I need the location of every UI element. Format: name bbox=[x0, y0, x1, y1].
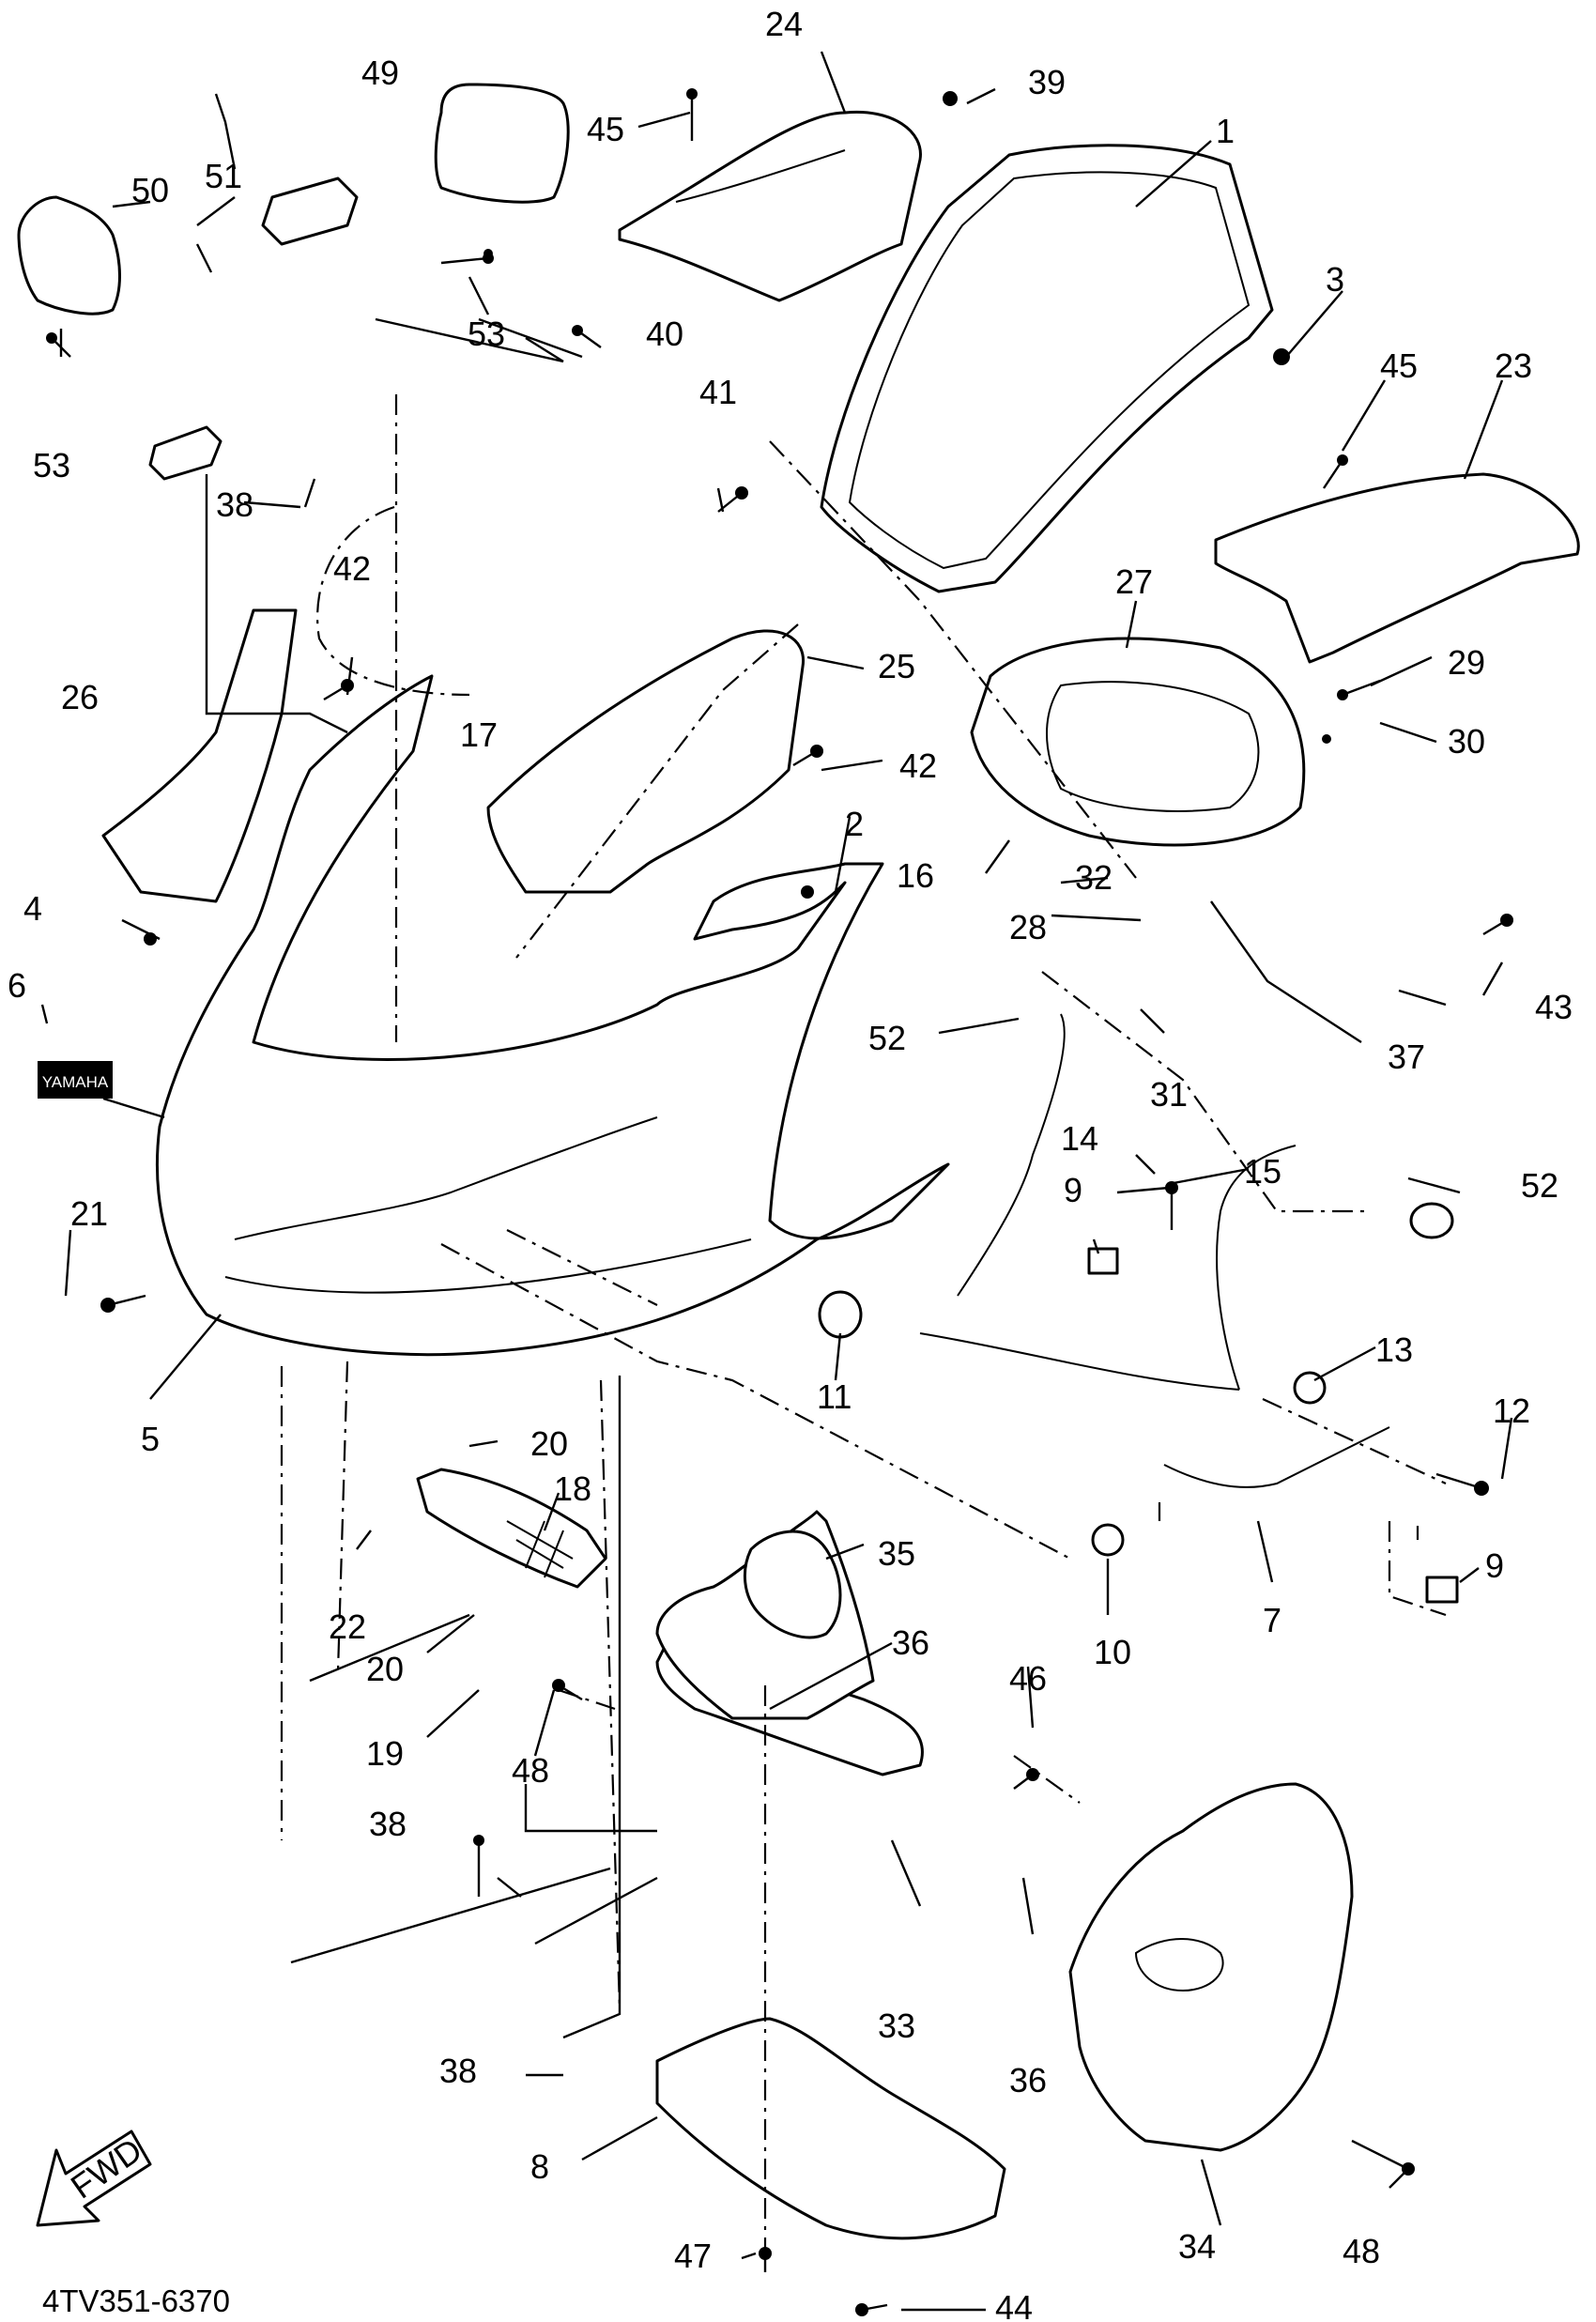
callout-4: 4 bbox=[23, 889, 42, 928]
callout-16: 16 bbox=[897, 856, 934, 895]
callout-53a: 53 bbox=[468, 315, 505, 353]
side-panel-23-part bbox=[1214, 472, 1580, 664]
callout-39: 39 bbox=[1028, 63, 1066, 101]
callout-9a: 9 bbox=[1064, 1171, 1082, 1209]
callout-10: 10 bbox=[1094, 1633, 1131, 1671]
emblem-6-part bbox=[38, 1061, 113, 1099]
part-drawings bbox=[17, 83, 1580, 2240]
callout-2: 2 bbox=[845, 805, 864, 843]
callout-38b: 38 bbox=[369, 1805, 407, 1843]
callout-31: 31 bbox=[1150, 1075, 1188, 1114]
mirror-50-part bbox=[17, 195, 121, 315]
callout-35: 35 bbox=[878, 1534, 915, 1573]
callout-13: 13 bbox=[1375, 1330, 1413, 1369]
damper-9-part bbox=[1087, 1247, 1119, 1275]
callout-6: 6 bbox=[8, 966, 26, 1005]
cowling-stay-7-part bbox=[919, 1013, 1390, 1488]
air-box-34-part bbox=[1068, 1782, 1354, 2152]
callout-36a: 36 bbox=[892, 1623, 929, 1662]
callout-1: 1 bbox=[1216, 112, 1235, 150]
callout-24: 24 bbox=[765, 5, 803, 43]
callout-27: 27 bbox=[1115, 562, 1153, 601]
callout-46: 46 bbox=[1009, 1659, 1047, 1698]
callout-40: 40 bbox=[646, 315, 683, 353]
emblem-text: YAMAHA bbox=[42, 1073, 109, 1091]
callout-48a: 48 bbox=[512, 1751, 549, 1790]
fasteners bbox=[46, 88, 1513, 2316]
callout-51: 51 bbox=[205, 157, 242, 195]
callout-29: 29 bbox=[1448, 643, 1485, 682]
diagram-code: 4TV351-6370 bbox=[42, 2284, 230, 2318]
callout-17: 17 bbox=[460, 715, 498, 754]
side-bracket-26-part bbox=[101, 608, 298, 903]
callout-37: 37 bbox=[1388, 1038, 1425, 1076]
callout-53b: 53 bbox=[33, 446, 70, 484]
grommet-10-part bbox=[1091, 1523, 1125, 1557]
mirror-49-part bbox=[434, 83, 570, 204]
callout-23: 23 bbox=[1495, 346, 1532, 385]
callout-36b: 36 bbox=[1009, 2061, 1047, 2099]
inner-panel-25-part bbox=[486, 629, 806, 894]
callout-labels: 1 2 3 4 5 6 7 8 9 9 10 11 12 13 14 15 16… bbox=[8, 5, 1573, 2322]
callout-38a: 38 bbox=[216, 485, 253, 524]
callout-19: 19 bbox=[366, 1734, 404, 1773]
callout-12: 12 bbox=[1493, 1392, 1530, 1430]
callout-34: 34 bbox=[1178, 2227, 1216, 2266]
callout-15: 15 bbox=[1244, 1152, 1281, 1191]
callout-20a: 20 bbox=[530, 1424, 568, 1463]
callout-28: 28 bbox=[1009, 908, 1047, 946]
callout-49: 49 bbox=[361, 54, 399, 92]
callout-38c: 38 bbox=[439, 2052, 477, 2090]
callout-43: 43 bbox=[1535, 988, 1573, 1026]
callout-3: 3 bbox=[1326, 260, 1344, 299]
callout-44: 44 bbox=[995, 2288, 1033, 2322]
callout-20b: 20 bbox=[366, 1650, 404, 1688]
callout-33: 33 bbox=[878, 2007, 915, 2045]
callout-8: 8 bbox=[530, 2147, 549, 2186]
callout-22: 22 bbox=[329, 1607, 366, 1646]
callout-52a: 52 bbox=[868, 1019, 906, 1057]
callout-42b: 42 bbox=[899, 746, 937, 785]
forward-arrow-icon: FWD bbox=[36, 2130, 152, 2227]
callout-9b: 9 bbox=[1485, 1546, 1504, 1585]
callout-30: 30 bbox=[1448, 722, 1485, 761]
lower-panel-8-part bbox=[655, 2017, 1006, 2240]
callout-14: 14 bbox=[1061, 1119, 1098, 1158]
callout-25: 25 bbox=[878, 647, 915, 685]
callout-5: 5 bbox=[141, 1420, 160, 1458]
callout-21: 21 bbox=[70, 1194, 108, 1233]
callout-45b: 45 bbox=[1380, 346, 1418, 385]
main-cowling-5-part bbox=[156, 674, 950, 1357]
nut-13-part bbox=[1293, 1371, 1327, 1405]
callout-47: 47 bbox=[674, 2237, 712, 2275]
callout-48b: 48 bbox=[1343, 2232, 1380, 2270]
callout-42a: 42 bbox=[333, 549, 371, 588]
windscreen-part bbox=[820, 144, 1274, 593]
callout-18: 18 bbox=[554, 1469, 591, 1508]
grommet-52-part bbox=[1409, 1202, 1454, 1239]
vent-18-part bbox=[416, 1468, 607, 1589]
headlight-27-part bbox=[970, 637, 1306, 847]
inner-panel-24-part bbox=[618, 110, 922, 302]
callout-32: 32 bbox=[1075, 858, 1113, 897]
grommet-11-part bbox=[818, 1290, 863, 1339]
leader-lines bbox=[40, 51, 1513, 2312]
callout-26: 26 bbox=[61, 678, 99, 716]
callout-52b: 52 bbox=[1521, 1166, 1558, 1205]
callout-41: 41 bbox=[699, 373, 737, 411]
callout-7: 7 bbox=[1263, 1601, 1281, 1639]
callout-50: 50 bbox=[131, 171, 169, 209]
callout-11: 11 bbox=[817, 1377, 852, 1416]
callout-45a: 45 bbox=[587, 110, 624, 148]
